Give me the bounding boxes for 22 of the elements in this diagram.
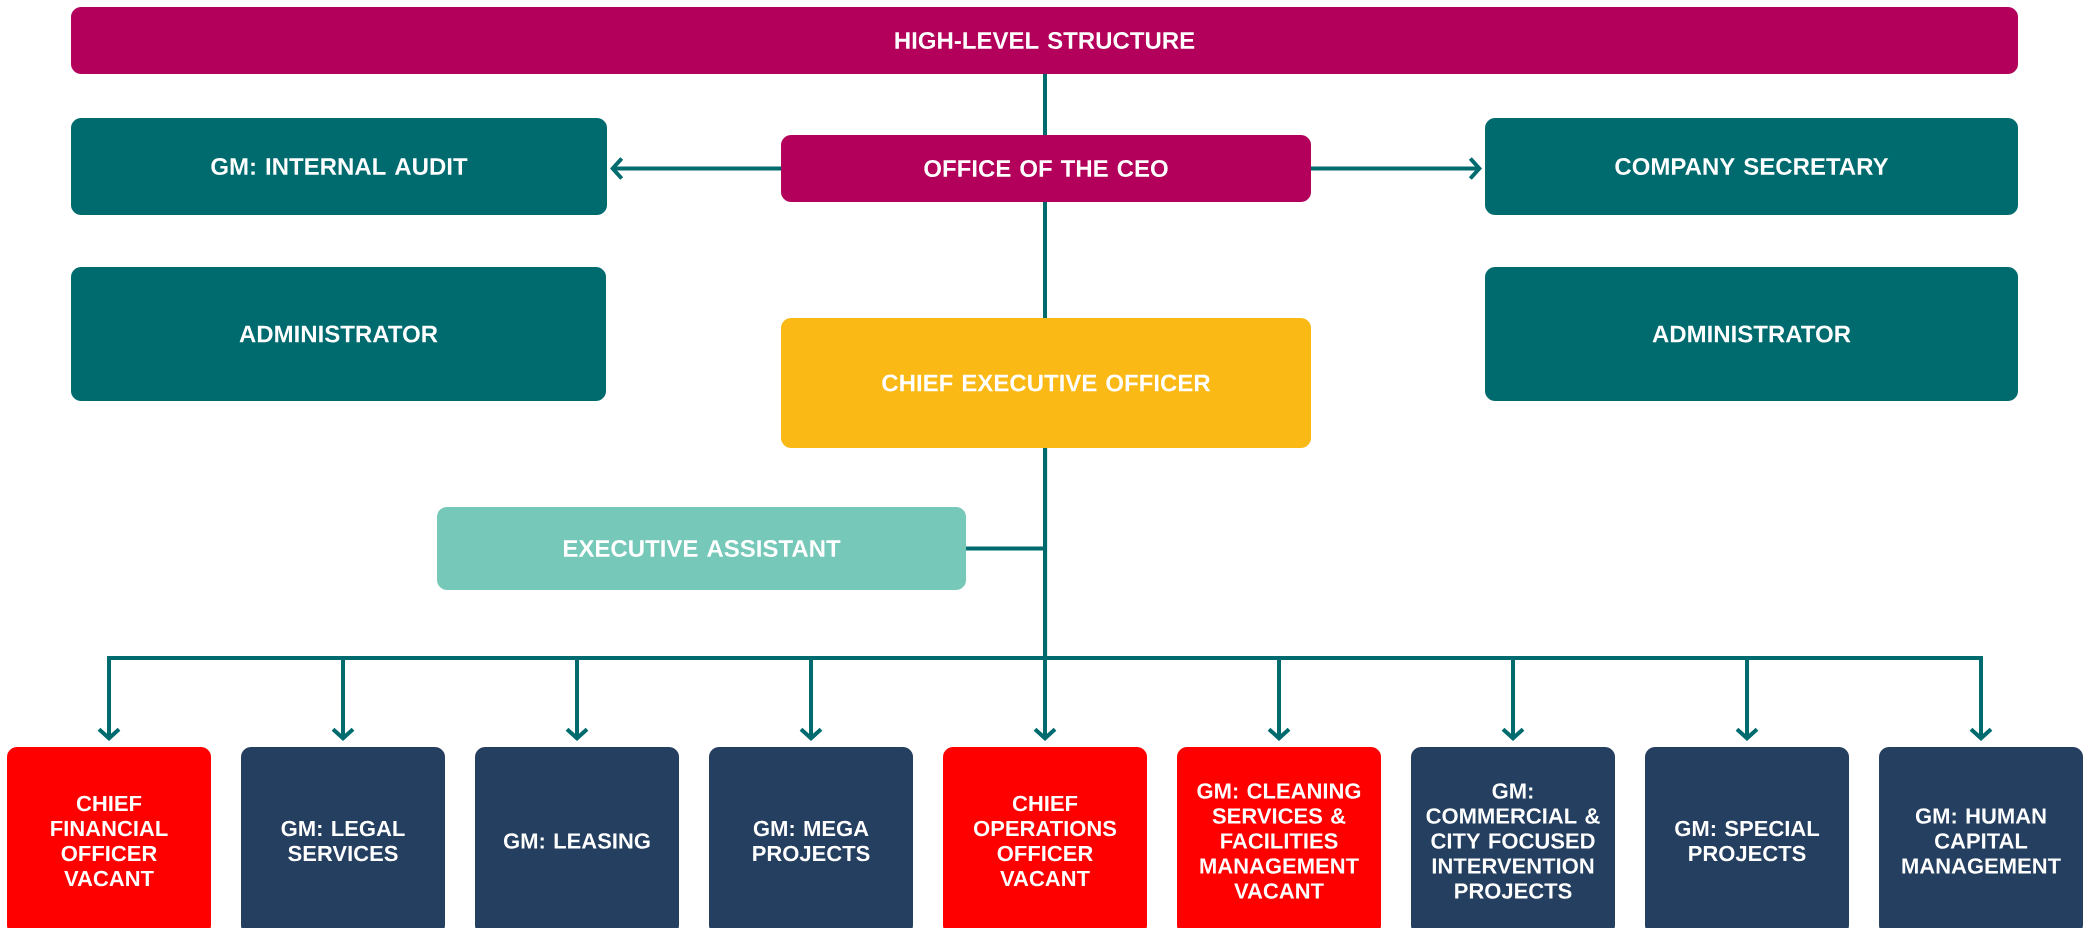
role-box: ADMINISTRATOR	[1485, 267, 2018, 401]
role-box: GM: LEGAL SERVICES	[241, 747, 445, 928]
role-box: GM: LEASING	[475, 747, 679, 928]
role-box: GM: CLEANING SERVICES & FACILITIES MANAGEMENT VACANT	[1177, 747, 1381, 928]
arrow	[610, 157, 781, 180]
office-box: OFFICE OF THE CEO	[781, 135, 1311, 202]
ceo-box: CHIEF EXECUTIVE OFFICER	[781, 318, 1311, 448]
role-box: COMPANY SECRETARY	[1485, 118, 2018, 215]
role-box: CHIEF FINANCIAL OFFICER VACANT	[7, 747, 211, 928]
role-box: GM: MEGA PROJECTS	[709, 747, 913, 928]
title-bar: HIGH-LEVEL STRUCTURE	[71, 7, 2018, 74]
role-box: GM: HUMAN CAPITAL MANAGEMENT	[1879, 747, 2083, 928]
arrow	[1311, 157, 1482, 180]
role-box: GM: COMMERCIAL & CITY FOCUSED INTERVENTION PROJECTS	[1411, 747, 1615, 928]
connector-line	[1043, 74, 1047, 135]
role-box: CHIEF OPERATIONS OFFICER VACANT	[943, 747, 1147, 928]
role-box: GM: SPECIAL PROJECTS	[1645, 747, 1849, 928]
connector-line	[1043, 202, 1047, 318]
role-box: ADMINISTRATOR	[71, 267, 606, 401]
role-box: EXECUTIVE ASSISTANT	[437, 507, 966, 590]
arrow	[1043, 448, 1993, 741]
role-box: GM: INTERNAL AUDIT	[71, 118, 607, 215]
